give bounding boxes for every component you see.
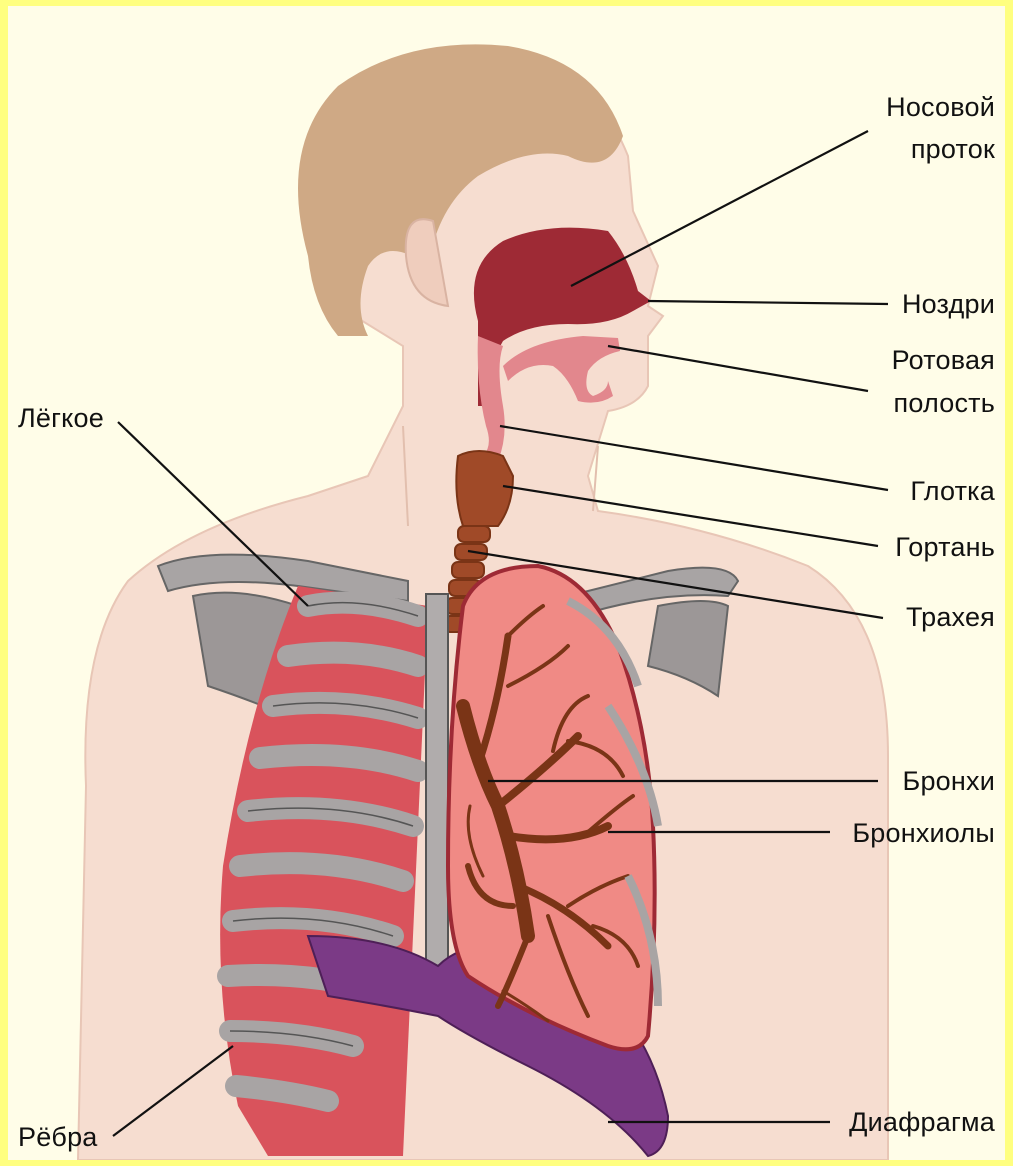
- sternum: [426, 594, 448, 974]
- label-ribs: Рёбра: [18, 1122, 98, 1152]
- label-nostrils: Ноздри: [902, 289, 995, 319]
- label-larynx: Гортань: [895, 532, 995, 562]
- larynx: [456, 451, 513, 526]
- label-lung: Лёгкое: [18, 403, 104, 433]
- label-diaphragm: Диафрагма: [849, 1107, 996, 1137]
- label-nasal-passage-line2: проток: [911, 134, 995, 164]
- label-trachea: Трахея: [906, 602, 995, 632]
- diagram-frame: Носовой проток Ноздри Ротовая полость Гл…: [8, 6, 1005, 1160]
- label-bronchioles: Бронхиолы: [852, 818, 995, 848]
- label-nasal-passage-line1: Носовой: [886, 92, 995, 122]
- label-oral-cavity-line2: полость: [894, 388, 995, 418]
- label-bronchi: Бронхи: [903, 766, 995, 796]
- respiratory-system-diagram: Носовой проток Ноздри Ротовая полость Гл…: [8, 6, 1005, 1160]
- label-pharynx: Глотка: [910, 476, 995, 506]
- label-oral-cavity-line1: Ротовая: [892, 345, 995, 375]
